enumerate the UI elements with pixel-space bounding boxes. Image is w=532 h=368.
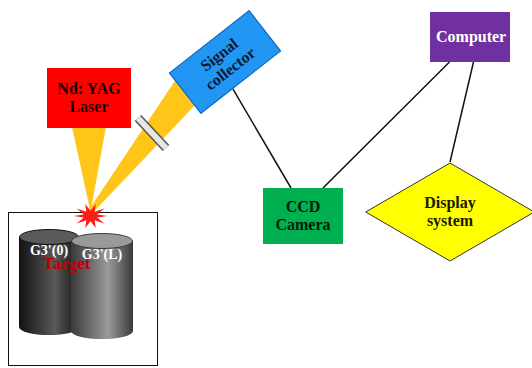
lens-plate [138,118,166,148]
node-label: Signal collector [178,20,272,104]
signal-cable [450,62,474,162]
node-label: CCD Camera [268,198,338,233]
signal-cable [323,62,450,188]
node-label: Computer [436,28,503,46]
plasma-spark [74,204,108,228]
target-box: G3'(0)G3'(L)Target [8,212,158,366]
node-label: Target [43,255,91,274]
cylinder-top [72,234,133,249]
diamond-outline [366,163,532,261]
signal-cable [233,89,291,188]
sample-cylinder: G3'(L) [71,233,133,339]
node-label: Display system [412,194,488,229]
laser-box: Nd: YAG Laser [47,68,131,128]
node-label: Nd: YAG Laser [52,80,126,115]
ccd-camera-box: CCD Camera [263,188,343,244]
sample-cylinder: G3'(0) [19,229,79,335]
signal-collector-box: Signal collector [169,10,281,114]
computer-box: Computer [430,12,510,62]
cylinder-body [19,237,79,335]
display-diamond: Display system [364,162,532,262]
cylinder-top [20,230,79,245]
